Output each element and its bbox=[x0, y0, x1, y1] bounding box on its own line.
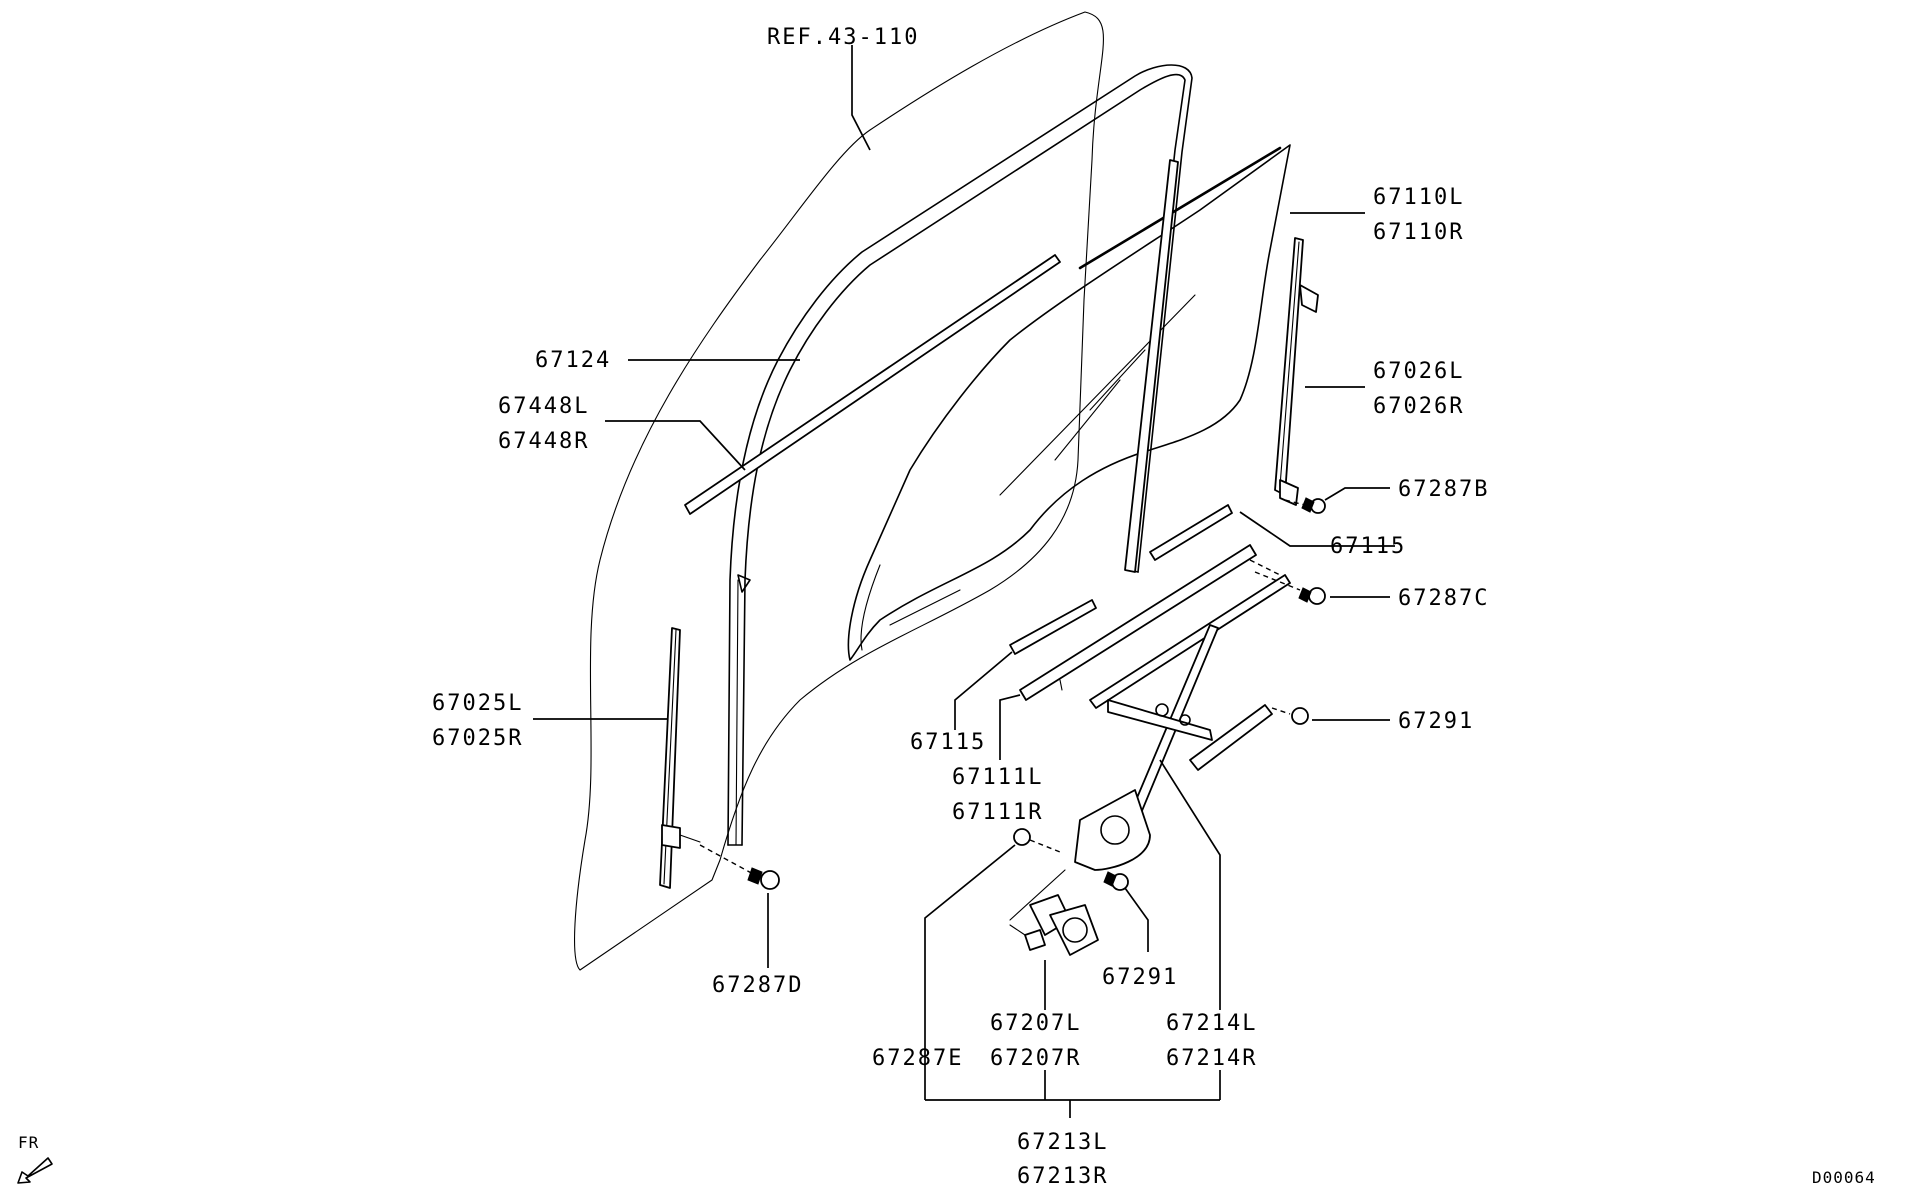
label-67214L: 67214L bbox=[1166, 1011, 1257, 1036]
label-67287E: 67287E bbox=[872, 1046, 963, 1071]
glass-run-strip-lower bbox=[1009, 599, 1097, 655]
leader-lines bbox=[533, 45, 1395, 1118]
label-67448L: 67448L bbox=[498, 394, 589, 419]
front-label: FR bbox=[18, 1133, 39, 1152]
label-67110L: 67110L bbox=[1373, 185, 1464, 210]
label-67213R: 67213R bbox=[1017, 1164, 1108, 1187]
label-67026L: 67026L bbox=[1373, 359, 1464, 384]
belt-moulding bbox=[684, 254, 1061, 515]
diagram-code: D00064 bbox=[1812, 1168, 1876, 1187]
label-67111L: 67111L bbox=[952, 765, 1043, 790]
label-67111R: 67111R bbox=[952, 800, 1043, 825]
front-orientation-indicator: FR bbox=[17, 1133, 53, 1184]
label-67291-right: 67291 bbox=[1398, 709, 1474, 734]
label-67291-lower: 67291 bbox=[1102, 965, 1178, 990]
door-sash-run-channel bbox=[727, 64, 1193, 846]
front-direction-arrow-icon bbox=[17, 1157, 53, 1184]
part-labels: REF.43-110 67110L 67110R 67124 67448L 67… bbox=[432, 25, 1489, 1187]
label-67207L: 67207L bbox=[990, 1011, 1081, 1036]
door-window-glass bbox=[847, 144, 1291, 661]
label-67287D: 67287D bbox=[712, 973, 803, 998]
bolt-67287E bbox=[1013, 828, 1061, 853]
label-67124: 67124 bbox=[535, 348, 611, 373]
ref-label: REF.43-110 bbox=[767, 25, 919, 50]
label-67110R: 67110R bbox=[1373, 220, 1464, 245]
door-panel-outline bbox=[574, 11, 1104, 971]
label-67025R: 67025R bbox=[432, 726, 523, 751]
glass-bottom-channel bbox=[1019, 544, 1257, 701]
bolt-67287D bbox=[747, 867, 780, 890]
label-67115-lower: 67115 bbox=[910, 730, 986, 755]
label-67287B: 67287B bbox=[1398, 477, 1489, 502]
front-lower-sash bbox=[659, 627, 756, 889]
regulator-motor bbox=[1009, 869, 1099, 956]
window-regulator bbox=[1074, 559, 1291, 871]
bolt-67287C bbox=[1254, 571, 1326, 605]
bolt-67287B bbox=[1284, 497, 1326, 514]
bolt-67291-lower bbox=[1103, 871, 1129, 891]
label-67115-upper: 67115 bbox=[1330, 534, 1406, 559]
label-67448R: 67448R bbox=[498, 429, 589, 454]
label-67025L: 67025L bbox=[432, 691, 523, 716]
label-67207R: 67207R bbox=[990, 1046, 1081, 1071]
rear-lower-sash bbox=[1274, 237, 1319, 506]
center-sash-channel bbox=[1124, 159, 1179, 573]
label-67214R: 67214R bbox=[1166, 1046, 1257, 1071]
glass-run-strip-upper bbox=[1149, 504, 1233, 561]
label-67287C: 67287C bbox=[1398, 586, 1489, 611]
bolt-67291-right bbox=[1271, 707, 1309, 725]
label-67213L: 67213L bbox=[1017, 1130, 1108, 1155]
label-67026R: 67026R bbox=[1373, 394, 1464, 419]
